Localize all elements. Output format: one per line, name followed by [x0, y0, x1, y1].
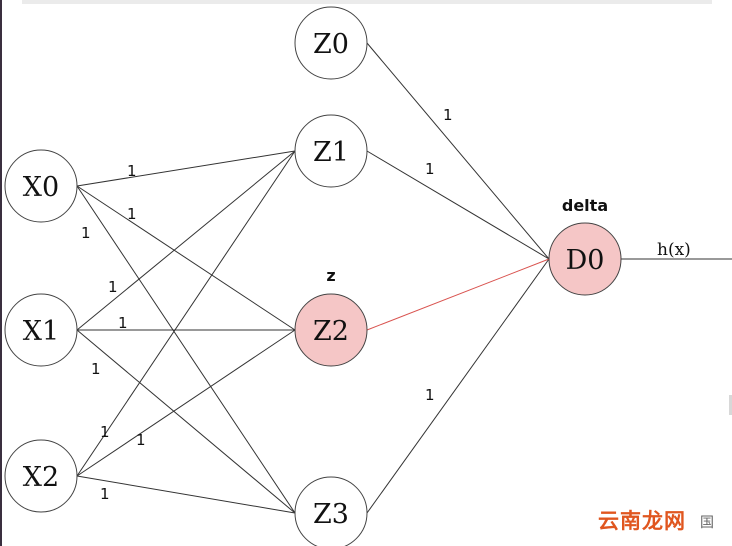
node-x2-label: X2 — [23, 462, 59, 493]
edge-x0-z2 — [76, 185, 296, 331]
node-d0 — [548, 222, 622, 296]
top-bar — [22, 0, 712, 4]
edge-x0-z1 — [76, 150, 296, 187]
weight-z0-d0: 1 — [443, 106, 453, 124]
weight-x2-z2: 1 — [136, 431, 146, 449]
watermark-logo: 云南龙网 — [598, 509, 686, 533]
weight-labels: 1 1 1 1 1 1 1 1 1 1 1 1 — [81, 106, 453, 503]
node-x2 — [4, 439, 78, 513]
edge-x2-z2 — [76, 329, 296, 477]
node-z3 — [294, 476, 368, 546]
node-x0 — [4, 149, 78, 223]
output-label: h(x) — [657, 240, 691, 260]
delta-tag: delta — [562, 196, 608, 215]
watermark-small: 国 — [700, 515, 714, 531]
weight-z1-d0: 1 — [425, 160, 435, 178]
edge-z0-d0 — [366, 42, 550, 260]
weight-x2-z1: 1 — [100, 423, 110, 441]
edge-x0-z3 — [76, 185, 296, 514]
right-edge-mark — [729, 395, 732, 415]
node-z1-label: Z1 — [313, 137, 349, 168]
weight-x0-z3: 1 — [81, 224, 91, 242]
weight-x1-z3: 1 — [91, 360, 101, 378]
node-z2 — [294, 293, 368, 367]
weight-x1-z2: 1 — [118, 314, 128, 332]
node-z0-label: Z0 — [313, 29, 349, 60]
nodes — [4, 6, 622, 546]
node-x0-label: X0 — [23, 172, 59, 203]
edge-z2-d0 — [366, 258, 550, 331]
edge-x1-z3 — [76, 329, 296, 514]
left-edge-strip — [0, 0, 2, 546]
node-x1 — [4, 293, 78, 367]
edges — [76, 42, 732, 514]
edge-x2-z3 — [76, 475, 296, 514]
weight-z3-d0: 1 — [425, 386, 435, 404]
weight-x2-z3: 1 — [100, 485, 110, 503]
edge-z3-d0 — [366, 258, 550, 514]
node-x1-label: X1 — [23, 316, 59, 347]
node-d0-label: D0 — [566, 245, 605, 276]
node-z0 — [294, 6, 368, 80]
node-z3-label: Z3 — [313, 499, 349, 530]
node-z2-label: Z2 — [313, 316, 349, 347]
edge-x2-z1 — [76, 150, 296, 477]
node-z1 — [294, 114, 368, 188]
edge-x1-z1 — [76, 150, 296, 331]
node-labels: X0 X1 X2 Z0 Z1 Z2 Z3 D0 — [23, 29, 605, 530]
weight-x0-z1: 1 — [127, 162, 137, 180]
edge-z1-d0 — [366, 150, 550, 260]
z-tag: z — [326, 266, 335, 285]
weight-x0-z2: 1 — [127, 205, 137, 223]
weight-x1-z1: 1 — [108, 278, 118, 296]
